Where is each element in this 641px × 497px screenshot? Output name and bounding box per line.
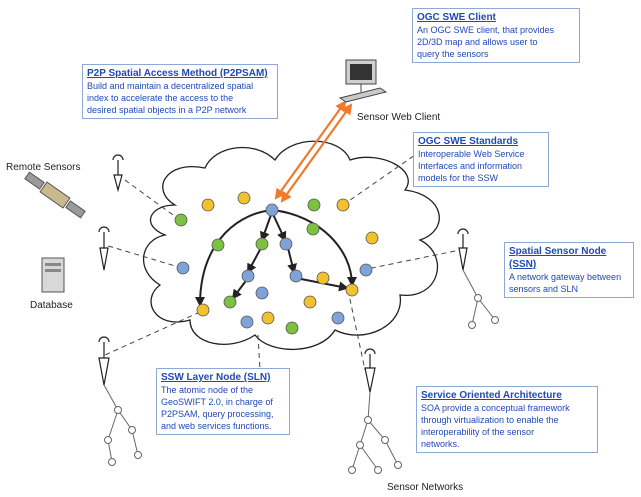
node-blue bbox=[331, 311, 345, 325]
satellite-icon bbox=[24, 171, 86, 219]
label-sensor-web-client: Sensor Web Client bbox=[357, 112, 441, 123]
callout-line: index to accelerate the access to the bbox=[87, 93, 234, 103]
tower-icon bbox=[457, 228, 469, 271]
tower-icon bbox=[98, 226, 110, 271]
node-yellow bbox=[261, 311, 275, 325]
callout-title: OGC SWE Client bbox=[417, 12, 496, 23]
callout-line: Interoperable Web Service bbox=[418, 149, 525, 159]
callout-line: 2D/3D map and allows user to bbox=[417, 37, 538, 47]
callout-line: SOA provide a conceptual framework bbox=[421, 403, 570, 413]
label-sensor-networks: Sensor Networks bbox=[387, 482, 464, 493]
callout-line: The atomic node of the bbox=[161, 385, 254, 395]
tower-icon bbox=[364, 348, 376, 393]
callout-line: networks. bbox=[421, 439, 460, 449]
sensor-towers bbox=[98, 154, 469, 393]
client-link-arrow-2 bbox=[280, 103, 353, 203]
callout-line: Build and maintain a decentralized spati… bbox=[87, 81, 254, 91]
node-yellow bbox=[316, 271, 330, 285]
callout-line: desired spatial objects in a P2P network bbox=[87, 105, 247, 115]
tower-icon bbox=[98, 336, 110, 386]
node-blue bbox=[241, 269, 255, 283]
callout-sln: SSW Layer Node (SLN) The atomic node of … bbox=[156, 368, 290, 435]
node-green bbox=[306, 222, 320, 236]
node-green bbox=[307, 198, 321, 212]
node-yellow bbox=[303, 295, 317, 309]
callout-line: and web services functions. bbox=[161, 421, 272, 431]
callout-line: Interfaces and information bbox=[418, 161, 523, 171]
callout-line: An OGC SWE client, that provides bbox=[417, 25, 555, 35]
dashed-connections bbox=[104, 154, 461, 371]
node-green bbox=[223, 295, 237, 309]
computer-icon bbox=[338, 59, 388, 103]
node-green bbox=[211, 238, 225, 252]
label-remote-sensors: Remote Sensors bbox=[6, 162, 81, 173]
node-green bbox=[174, 213, 188, 227]
node-blue bbox=[265, 203, 279, 217]
node-blue bbox=[359, 263, 373, 277]
callout-line: interoperability of the sensor bbox=[421, 427, 535, 437]
node-yellow bbox=[365, 231, 379, 245]
node-green bbox=[255, 237, 269, 251]
sensor-network-trees bbox=[103, 269, 499, 474]
node-blue bbox=[240, 315, 254, 329]
database-icon bbox=[41, 257, 65, 293]
callout-title: P2P Spatial Access Method (P2PSAM) bbox=[87, 68, 268, 79]
callout-title: Service Oriented Architecture bbox=[421, 390, 562, 401]
callout-ogc-client: OGC SWE Client An OGC SWE client, that p… bbox=[412, 8, 580, 63]
node-green bbox=[285, 321, 299, 335]
node-blue bbox=[176, 261, 190, 275]
callout-ssn: Spatial Sensor Node (SSN) A network gate… bbox=[504, 242, 634, 298]
node-yellow bbox=[345, 283, 359, 297]
callout-line: through virtualization to enable the bbox=[421, 415, 559, 425]
callout-line: A network gateway between bbox=[509, 272, 622, 282]
callout-line: models for the SSW bbox=[418, 173, 499, 183]
callout-line: P2PSAM, query processing, bbox=[161, 409, 274, 419]
node-blue bbox=[255, 286, 269, 300]
callout-line: sensors and SLN bbox=[509, 284, 579, 294]
node-yellow bbox=[237, 191, 251, 205]
callout-title: SSW Layer Node (SLN) bbox=[161, 372, 271, 383]
cloud-nodes bbox=[174, 191, 379, 335]
node-blue bbox=[279, 237, 293, 251]
node-yellow bbox=[196, 303, 210, 317]
node-yellow bbox=[201, 198, 215, 212]
callout-line: query the sensors bbox=[417, 49, 489, 59]
callout-line: GeoSWIFT 2.0, in charge of bbox=[161, 397, 273, 407]
callout-ogc-standards: OGC SWE Standards Interoperable Web Serv… bbox=[413, 132, 549, 187]
callout-soa: Service Oriented Architecture SOA provid… bbox=[416, 386, 598, 453]
label-database: Database bbox=[30, 300, 73, 311]
node-blue bbox=[289, 269, 303, 283]
node-yellow bbox=[336, 198, 350, 212]
callout-p2psam: P2P Spatial Access Method (P2PSAM) Build… bbox=[82, 64, 278, 119]
tower-icon bbox=[112, 154, 124, 193]
callout-title: OGC SWE Standards bbox=[418, 136, 519, 147]
callout-title: Spatial Sensor Node (SSN) bbox=[509, 246, 607, 270]
